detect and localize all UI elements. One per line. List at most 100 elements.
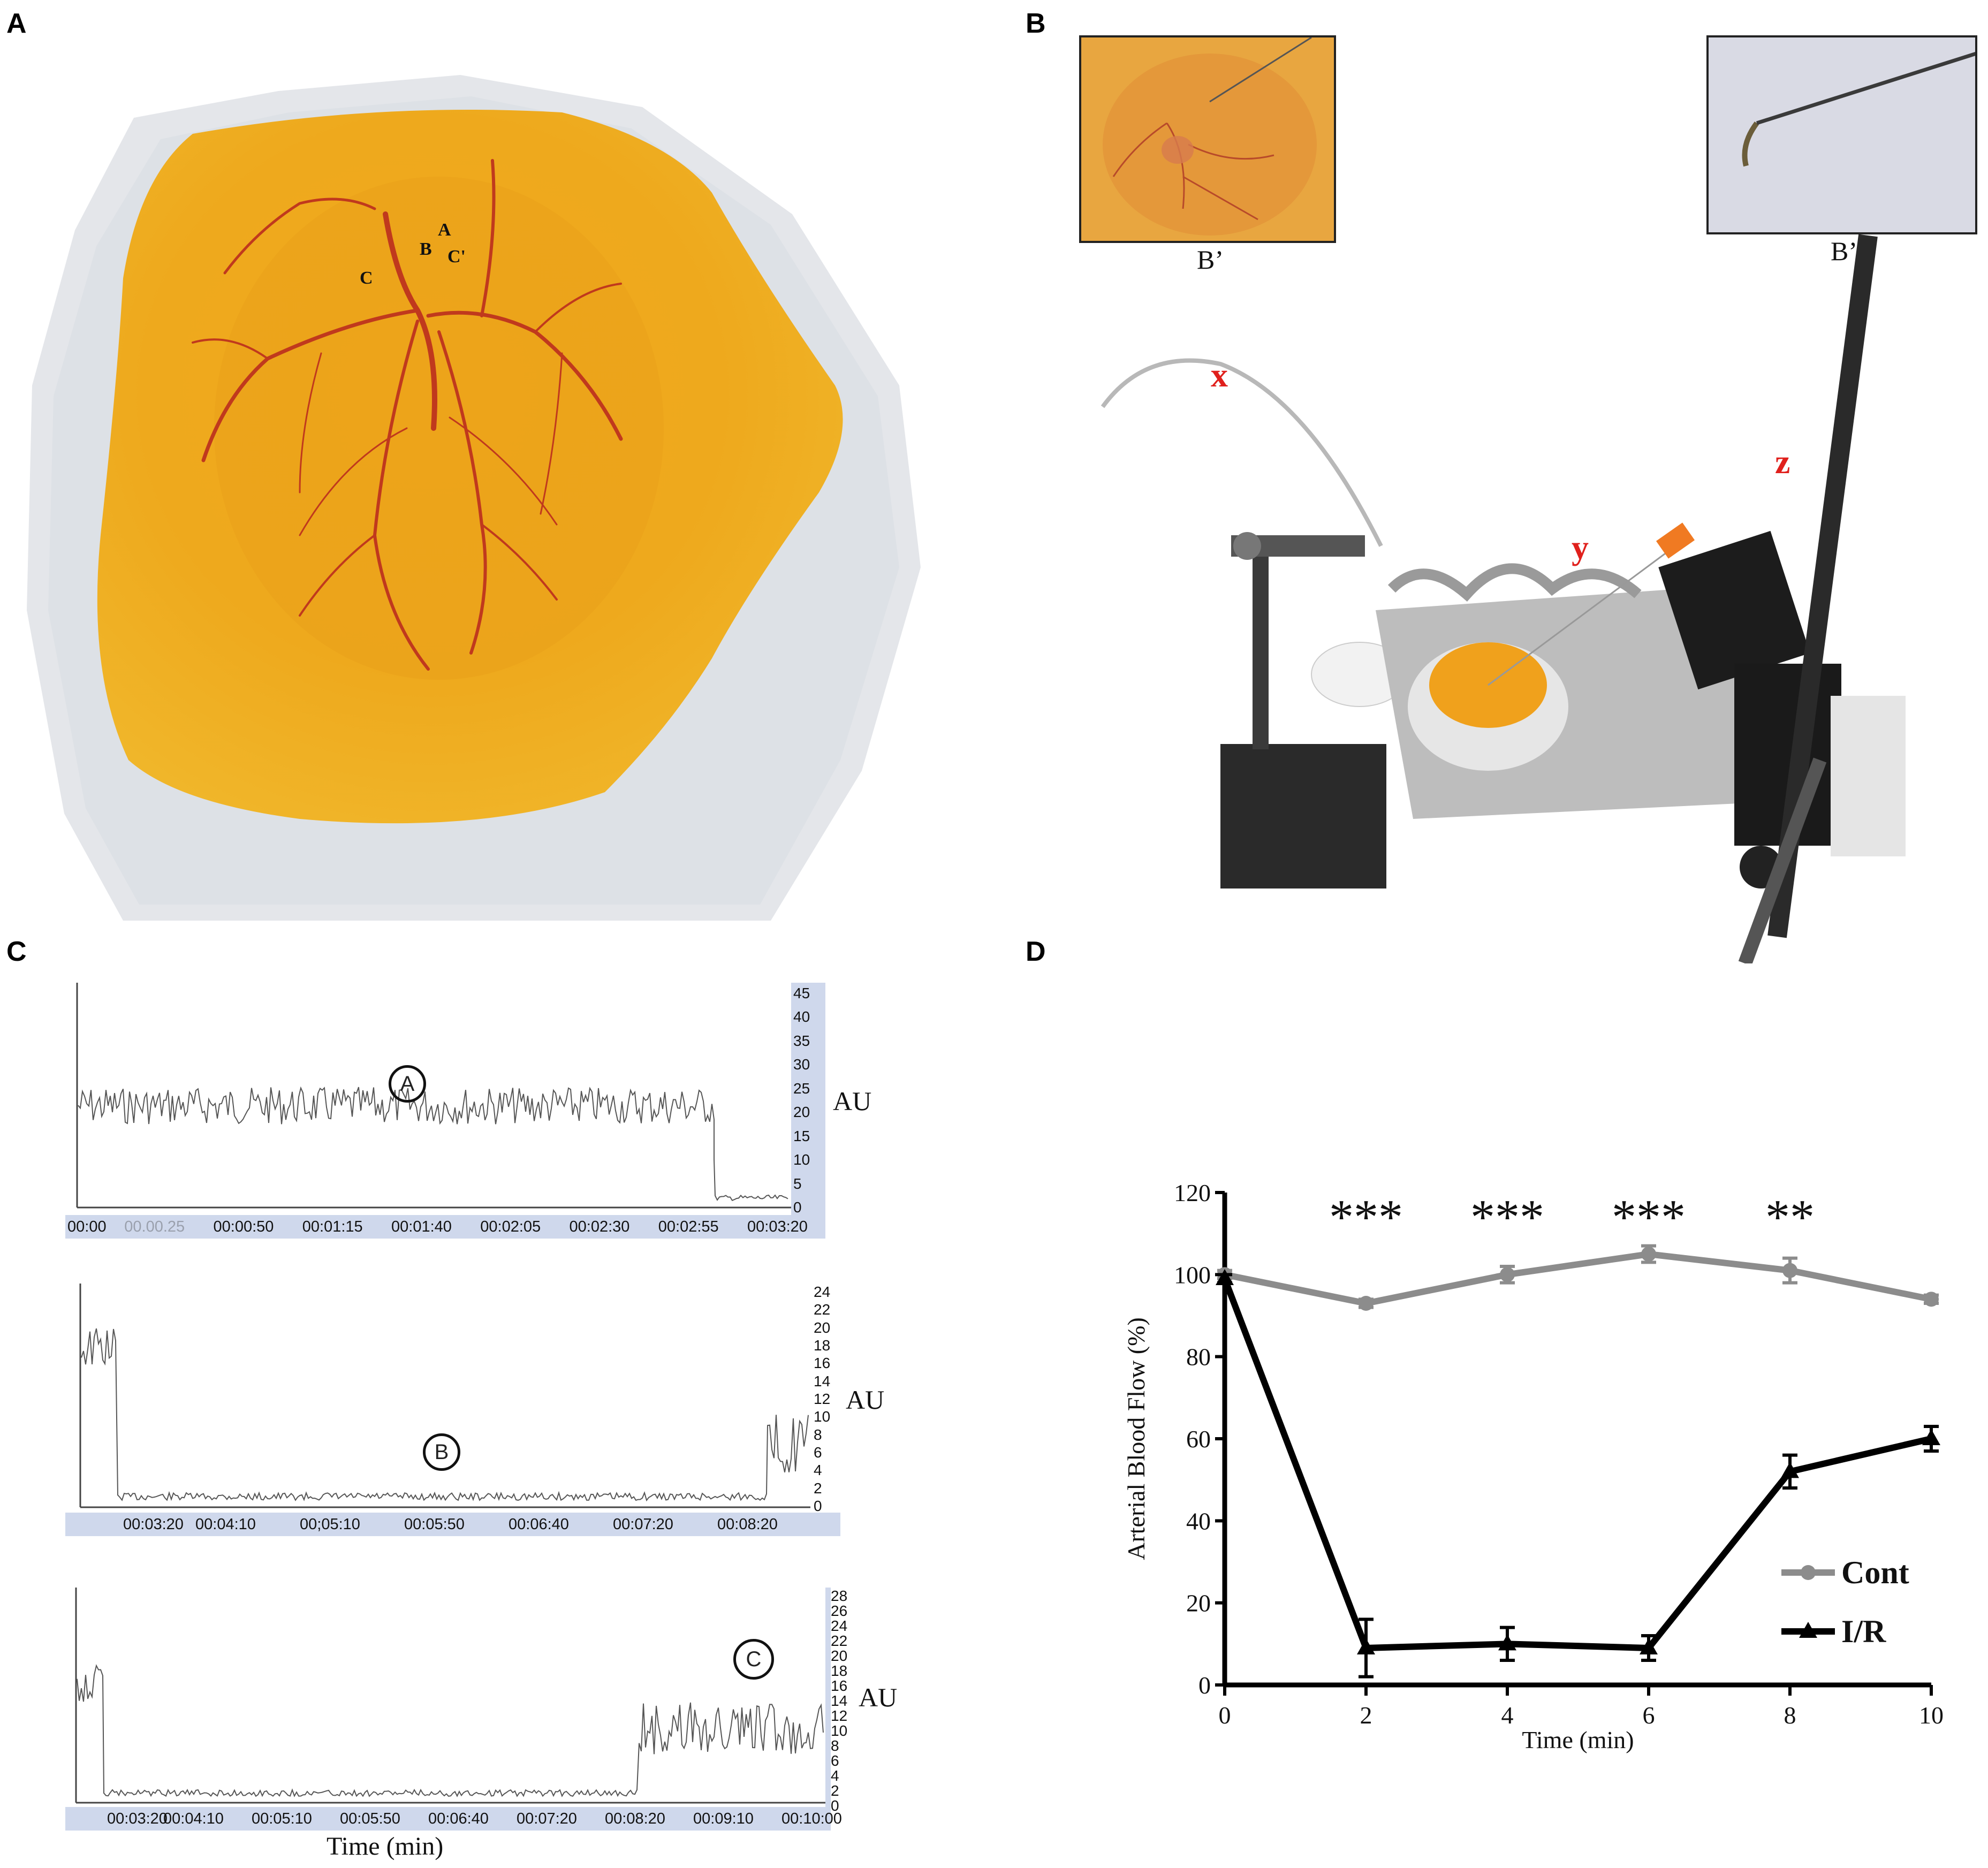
trace-y-tick: 5 [793, 1175, 802, 1192]
trace-time-tick: 00:00 [67, 1218, 107, 1235]
egg-label-c-prime: C' [447, 247, 466, 267]
trace-y-tick: 22 [831, 1632, 848, 1649]
legend-entry: Cont [1841, 1555, 1909, 1590]
trace-y-tick: 45 [793, 985, 810, 1001]
egg-label-c: C [360, 268, 373, 288]
legend-marker [1801, 1565, 1816, 1580]
inset-photo-bent-needle [1706, 35, 1977, 234]
trace-mark-b: B [423, 1433, 460, 1471]
trace-y-tick: 10 [831, 1722, 848, 1739]
trace-time-tick: 00:01:15 [302, 1218, 363, 1235]
trace-time-tick: 00:05:50 [404, 1516, 465, 1533]
apparatus-label-z: z [1775, 443, 1790, 481]
trace-time-tick: 00:05:50 [340, 1810, 400, 1827]
panel-label-a: A [6, 8, 27, 39]
data-point [1500, 1267, 1515, 1282]
trace-y-tick: 14 [831, 1692, 848, 1709]
trace-y-tick: 0 [831, 1797, 839, 1814]
egg-label-a: A [438, 220, 451, 240]
series-line-0 [1224, 1250, 1932, 1307]
y-tick-label: 60 [1186, 1425, 1211, 1453]
trace-time-tick: 00:06:40 [509, 1516, 569, 1533]
egg-label-b: B [420, 239, 432, 259]
trace-y-tick: 4 [814, 1462, 822, 1479]
trace-time-tick: 00:06:40 [428, 1810, 489, 1827]
trace-y-tick: 10 [793, 1151, 810, 1168]
trace-y-tick: 15 [793, 1127, 810, 1144]
panel-label-c: C [6, 936, 27, 967]
apparatus-photograph [1101, 234, 1906, 963]
legend-entry: I/R [1841, 1614, 1886, 1649]
trace-mark-c: C [733, 1639, 774, 1680]
trace-time-tick: 00:01:40 [391, 1218, 452, 1235]
trace-b-unit: AU [846, 1385, 885, 1415]
y-tick-label: 80 [1186, 1343, 1211, 1371]
trace-y-tick: 2 [831, 1782, 839, 1799]
data-point [1216, 1269, 1234, 1285]
y-tick-label: 100 [1174, 1261, 1211, 1288]
y-axis-label: Arterial Blood Flow (%) [1122, 1317, 1150, 1560]
data-point [1781, 1462, 1799, 1478]
x-axis-label: Time (min) [1522, 1726, 1634, 1753]
trace-time-tick: 00:05:10 [252, 1810, 312, 1827]
trace-time-tick: 00:08:20 [717, 1516, 778, 1533]
trace-time-tick: 00:02:30 [569, 1218, 630, 1235]
y-tick-label: 0 [1198, 1672, 1211, 1699]
trace-time-tick: 00:10:00 [781, 1810, 842, 1827]
trace-y-tick: 24 [831, 1618, 848, 1634]
data-point [1924, 1292, 1939, 1307]
trace-y-tick: 8 [831, 1737, 839, 1754]
trace-y-tick: 25 [793, 1080, 810, 1097]
panel-label-b: B [1026, 8, 1046, 39]
y-tick-label: 20 [1186, 1590, 1211, 1617]
trace-time-tick: 00:09:10 [693, 1810, 754, 1827]
trace-c-unit: AU [859, 1682, 898, 1712]
significance-marker: *** [1470, 1190, 1544, 1244]
significance-marker: ** [1765, 1190, 1815, 1244]
trace-y-tick: 4 [831, 1767, 839, 1784]
trace-a-unit: AU [833, 1086, 872, 1116]
egg-photograph: A B C C' [27, 75, 921, 921]
trace-y-tick: 6 [831, 1752, 839, 1769]
significance-marker: *** [1612, 1190, 1686, 1244]
trace-time-tick: 00:03:20 [123, 1516, 184, 1533]
trace-y-tick: 6 [814, 1444, 822, 1461]
data-point [1782, 1263, 1797, 1278]
data-point [1922, 1429, 1940, 1445]
trace-y-tick: 8 [814, 1426, 822, 1443]
trace-y-tick: 0 [793, 1199, 802, 1216]
trace-time-tick: 00:07:20 [517, 1810, 577, 1827]
trace-time-tick: 00:07:20 [613, 1516, 673, 1533]
trace-time-tick: 00.00.25 [124, 1218, 185, 1235]
trace-y-tick: 14 [814, 1372, 831, 1389]
data-point [1641, 1247, 1656, 1262]
legend-marker [1799, 1622, 1817, 1638]
inset-photo-needle-on-egg [1079, 35, 1336, 243]
significance-marker: *** [1329, 1190, 1403, 1244]
trace-y-tick: 20 [793, 1104, 810, 1121]
trace-time-tick: 00:02:55 [658, 1218, 719, 1235]
trace-y-tick: 12 [814, 1391, 831, 1407]
apparatus-label-x: x [1211, 356, 1228, 394]
data-point [1640, 1638, 1658, 1654]
trace-time-tick: 00:04:10 [195, 1516, 256, 1533]
y-tick-label: 120 [1174, 1179, 1211, 1206]
x-tick-label: 8 [1784, 1702, 1796, 1729]
x-tick-label: 2 [1360, 1702, 1372, 1729]
x-tick-label: 0 [1219, 1702, 1231, 1729]
trace-y-tick: 10 [814, 1408, 831, 1425]
inset-caption-b-prime: B’ [1197, 245, 1224, 275]
x-tick-label: 4 [1501, 1702, 1514, 1729]
trace-y-tick: 18 [814, 1337, 831, 1354]
trace-time-tick: 00:03:20 [107, 1810, 168, 1827]
trace-time-tick: 00:00:50 [213, 1218, 274, 1235]
trace-time-tick: 00:03:20 [747, 1218, 808, 1235]
trace-y-tick: 20 [814, 1319, 831, 1336]
x-tick-label: 6 [1643, 1702, 1655, 1729]
trace-mark-a: A [389, 1065, 426, 1103]
trace-y-tick: 18 [831, 1662, 848, 1679]
trace-y-tick: 2 [814, 1479, 822, 1497]
y-tick-label: 40 [1186, 1507, 1211, 1535]
trace-y-tick: 12 [831, 1707, 848, 1724]
